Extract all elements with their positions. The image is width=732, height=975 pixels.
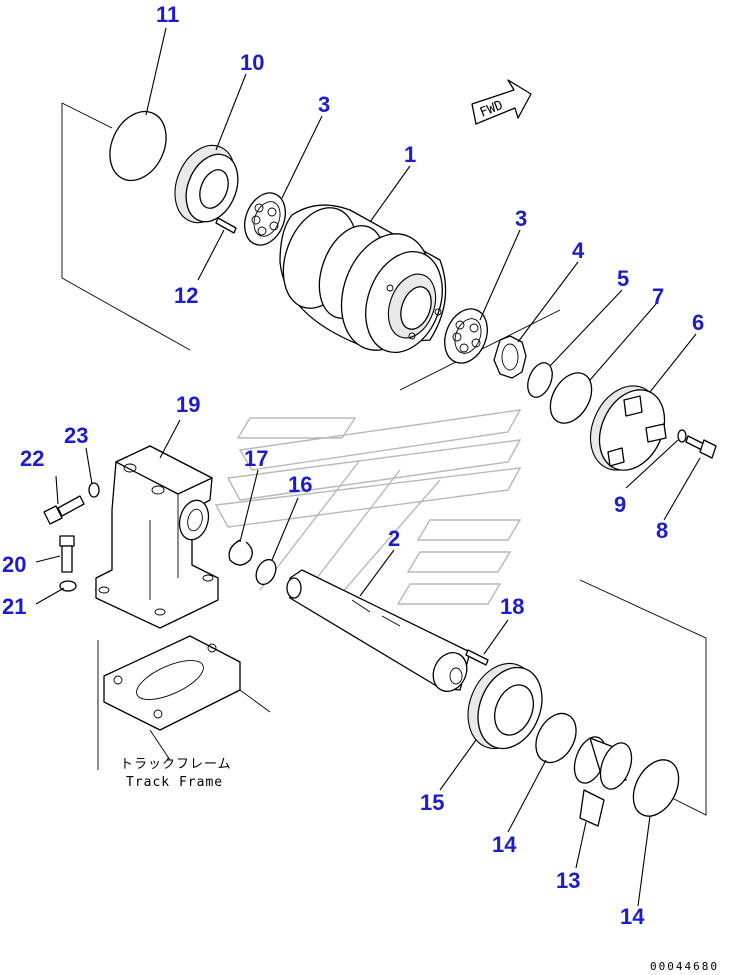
- part-12-pin: [215, 217, 237, 234]
- callout-22: 22: [20, 446, 44, 471]
- callout-14-left: 14: [492, 832, 517, 857]
- part-3-bearing-upper: [244, 192, 286, 246]
- part-22-bolt: [43, 495, 85, 525]
- part-13-sleeve: [573, 736, 633, 827]
- callout-20: 20: [2, 552, 26, 577]
- part-14-o-ring-right: [632, 759, 680, 817]
- part-17-snap-ring: [228, 539, 253, 566]
- track-frame-caption-jp: トラックフレーム: [120, 757, 232, 772]
- callout-10: 10: [240, 50, 264, 75]
- part-7-o-ring: [549, 372, 593, 424]
- callout-6: 6: [692, 310, 704, 335]
- callout-13: 13: [556, 868, 580, 893]
- callout-18: 18: [500, 594, 524, 619]
- part-18-pin: [465, 649, 489, 666]
- callout-16: 16: [288, 472, 312, 497]
- fwd-arrow-icon: FWD: [471, 79, 532, 125]
- callout-8: 8: [656, 518, 668, 543]
- callout-21: 21: [2, 594, 26, 619]
- callout-15: 15: [420, 790, 444, 815]
- part-11-o-ring: [109, 110, 167, 182]
- callout-11: 11: [156, 2, 179, 27]
- part-23-washer: [88, 482, 100, 498]
- callout-1: 1: [404, 142, 416, 167]
- callout-4: 4: [572, 238, 585, 263]
- part-3-bearing-lower: [444, 308, 488, 364]
- callout-14-right: 14: [620, 904, 645, 929]
- part-20-bolt: [59, 535, 75, 573]
- callout-3-lower: 3: [515, 206, 527, 231]
- part-14-o-ring-left: [535, 712, 577, 764]
- part-4-nut: [493, 335, 527, 379]
- leader-lines: [35, 27, 701, 907]
- callout-7: 7: [652, 284, 664, 309]
- callout-17: 17: [244, 446, 268, 471]
- callout-23: 23: [64, 423, 88, 448]
- callouts: 11 10 3 1 3 4 5 7 6 12 19 23 22 17 16 9 …: [2, 2, 704, 929]
- part-16-o-ring: [255, 558, 277, 586]
- part-15-seal: [467, 662, 543, 750]
- reference-code: 00044680: [650, 960, 719, 973]
- part-1-roller: [279, 204, 447, 354]
- track-frame: [103, 635, 271, 761]
- part-5-ring: [527, 362, 553, 398]
- callout-12: 12: [174, 283, 198, 308]
- part-9-washer: [677, 429, 687, 443]
- callout-3-upper: 3: [318, 92, 330, 117]
- part-6-cover: [589, 385, 667, 471]
- callout-5: 5: [617, 266, 629, 291]
- callout-9: 9: [614, 492, 626, 517]
- part-19-bracket: [95, 445, 219, 629]
- callout-19: 19: [176, 392, 200, 417]
- part-10-seal: [174, 144, 239, 224]
- ghost-outline: [214, 409, 522, 605]
- track-frame-caption-en: Track Frame: [126, 775, 223, 790]
- callout-2: 2: [388, 526, 400, 551]
- part-8-bolt: [685, 435, 717, 459]
- part-2-shaft: [286, 569, 471, 692]
